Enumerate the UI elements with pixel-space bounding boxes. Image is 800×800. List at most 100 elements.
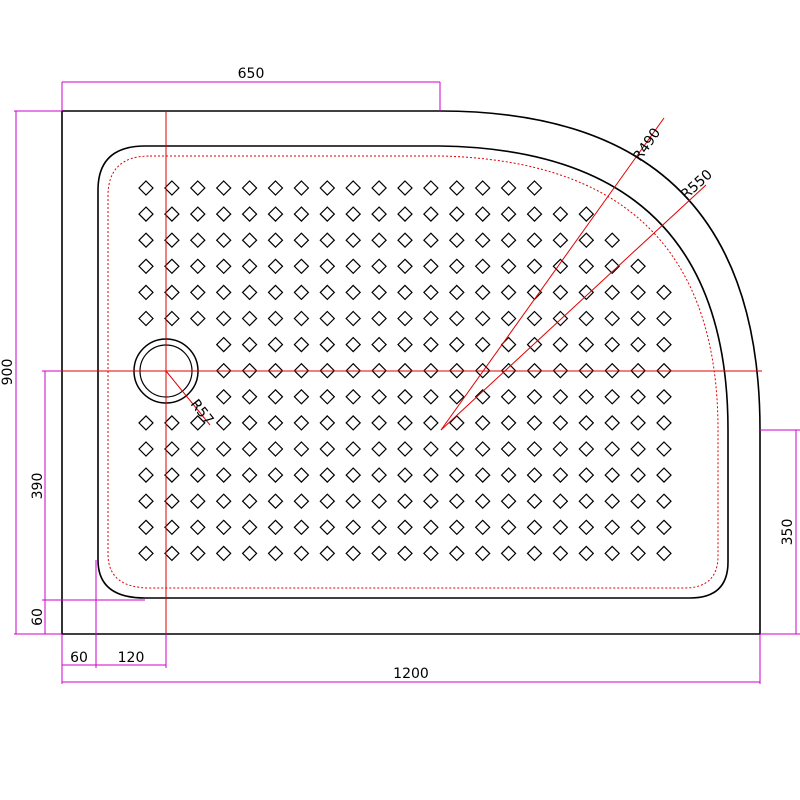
tray-inner-outline [97, 145, 729, 599]
anti-slip-diamond [215, 493, 232, 510]
anti-slip-diamond [319, 467, 336, 483]
anti-slip-diamond [371, 415, 387, 431]
anti-slip-diamond [345, 310, 362, 327]
anti-slip-diamond [164, 519, 180, 536]
anti-slip-diamond [164, 310, 180, 327]
dimension-top-650: 650 [61, 66, 441, 111]
anti-slip-diamond [371, 545, 387, 562]
anti-slip-diamond [267, 336, 284, 353]
anti-slip-diamond [474, 415, 491, 431]
anti-slip-diamond [630, 336, 646, 353]
anti-slip-diamond [552, 545, 569, 562]
anti-slip-diamond [293, 206, 310, 222]
anti-slip-diamond [604, 441, 621, 457]
anti-slip-diamond [448, 336, 465, 353]
anti-slip-diamond [215, 180, 232, 196]
anti-slip-diamond [448, 180, 465, 196]
anti-slip-diamond [267, 232, 284, 249]
anti-slip-diamond [293, 519, 310, 536]
anti-slip-diamond [215, 388, 232, 405]
anti-slip-diamond [319, 310, 336, 327]
anti-slip-diamond [423, 284, 439, 301]
anti-slip-diamond [138, 232, 154, 249]
anti-slip-diamond [215, 415, 232, 431]
anti-slip-diamond [423, 180, 439, 196]
anti-slip-diamond [267, 284, 284, 301]
anti-slip-diamond [241, 493, 258, 510]
anti-slip-diamond [267, 180, 284, 196]
anti-slip-diamond [526, 388, 543, 405]
anti-slip-diamond [448, 284, 465, 301]
anti-slip-diamond [578, 388, 595, 405]
anti-slip-diamond [500, 232, 517, 249]
anti-slip-diamond [397, 415, 413, 431]
anti-slip-diamond [397, 388, 413, 405]
anti-slip-diamond [371, 441, 387, 457]
anti-slip-diamond [500, 284, 517, 301]
dimension-label-900: 900 [0, 359, 16, 386]
anti-slip-diamond [474, 232, 491, 249]
anti-slip-diamond [423, 519, 439, 536]
anti-slip-diamond [474, 258, 491, 275]
anti-slip-diamond [656, 441, 672, 457]
anti-slip-diamond [371, 519, 387, 536]
anti-slip-diamond [578, 336, 595, 353]
anti-slip-diamond [138, 206, 154, 222]
anti-slip-diamond [371, 258, 387, 275]
dimension-left-390: 390 [30, 370, 62, 600]
anti-slip-diamond [656, 310, 672, 327]
anti-slip-diamond [552, 258, 569, 275]
anti-slip-diamond [138, 519, 154, 536]
tray-basin-dashed-outline [107, 155, 719, 589]
anti-slip-diamond [241, 336, 258, 353]
anti-slip-diamond [164, 545, 180, 562]
anti-slip-diamond [552, 415, 569, 431]
anti-slip-diamond [474, 180, 491, 196]
anti-slip-diamond [526, 545, 543, 562]
anti-slip-diamond [267, 467, 284, 483]
anti-slip-diamond [293, 415, 310, 431]
anti-slip-diamond [474, 441, 491, 457]
anti-slip-diamond [241, 388, 258, 405]
anti-slip-diamond [164, 284, 180, 301]
anti-slip-diamond [371, 388, 387, 405]
anti-slip-diamond [500, 206, 517, 222]
anti-slip-diamond [138, 441, 154, 457]
anti-slip-diamond [423, 415, 439, 431]
anti-slip-diamond [345, 415, 362, 431]
anti-slip-diamond [164, 493, 180, 510]
anti-slip-diamond [215, 284, 232, 301]
anti-slip-diamond [397, 206, 413, 222]
tray-outer-outline [61, 110, 761, 635]
anti-slip-diamond [241, 258, 258, 275]
anti-slip-diamond [397, 441, 413, 457]
anti-slip-diamond [215, 467, 232, 483]
anti-slip-diamond [578, 545, 595, 562]
anti-slip-diamond [241, 206, 258, 222]
radius-line-r57 [165, 370, 211, 426]
anti-slip-diamond [293, 284, 310, 301]
anti-slip-diamond [630, 493, 646, 510]
anti-slip-diamond [345, 284, 362, 301]
anti-slip-diamond [604, 545, 621, 562]
anti-slip-diamond [189, 415, 206, 431]
dimension-label-120: 120 [118, 650, 145, 666]
anti-slip-diamond [345, 336, 362, 353]
anti-slip-diamond [138, 415, 154, 431]
anti-slip-diamond [267, 545, 284, 562]
anti-slip-diamond [215, 336, 232, 353]
anti-slip-diamond [474, 519, 491, 536]
anti-slip-diamond [604, 284, 621, 301]
anti-slip-diamond [189, 310, 206, 327]
anti-slip-diamond [371, 206, 387, 222]
anti-slip-diamond [474, 284, 491, 301]
anti-slip-diamond [526, 467, 543, 483]
anti-slip-diamond [656, 388, 672, 405]
anti-slip-diamond [423, 545, 439, 562]
anti-slip-diamond [267, 206, 284, 222]
anti-slip-diamond [448, 441, 465, 457]
anti-slip-diamond [293, 388, 310, 405]
anti-slip-diamond [423, 467, 439, 483]
anti-slip-diamond [552, 441, 569, 457]
anti-slip-diamond [189, 232, 206, 249]
